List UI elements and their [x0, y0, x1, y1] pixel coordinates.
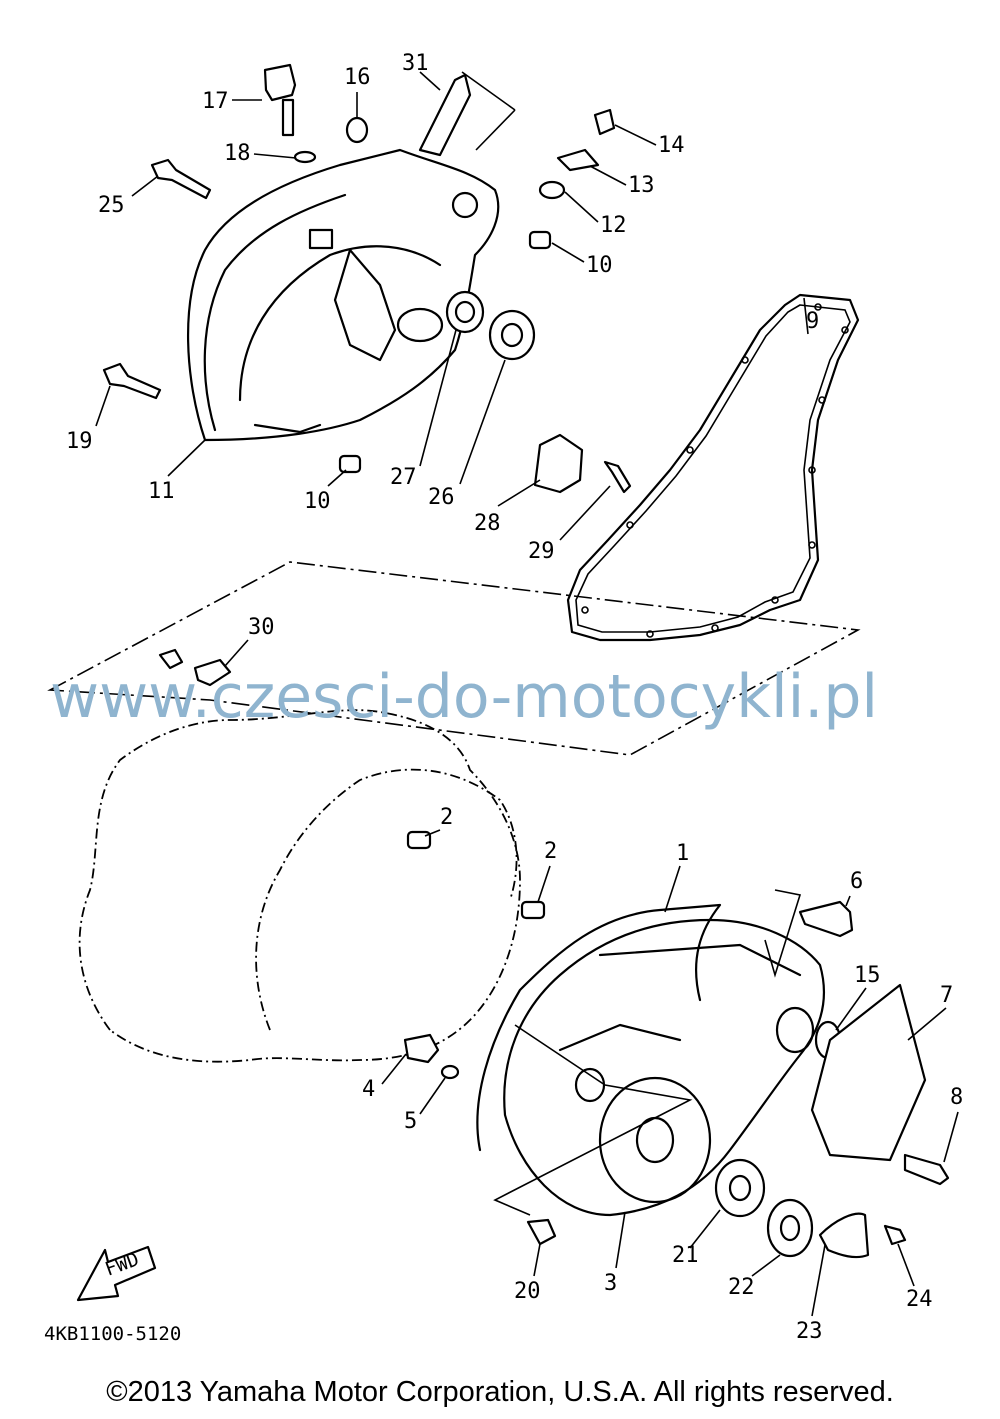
bolt-20 [526, 1218, 557, 1246]
callout-28: 28 [474, 511, 501, 536]
gasket-1 [476, 903, 722, 1152]
dowel-pin-10-lower [338, 454, 362, 474]
callout-1: 1 [676, 841, 689, 866]
crankcase-phantom-inner [255, 768, 518, 1031]
callout-6: 6 [850, 869, 863, 894]
dowel-pin-2-b [520, 900, 546, 920]
crankcase-cover-11 [186, 148, 500, 442]
callout-18: 18 [224, 141, 251, 166]
bearing-21 [714, 1158, 766, 1218]
fwd-arrow-icon: FWD [76, 1245, 157, 1302]
screw-24 [883, 1224, 907, 1246]
callout-24: 24 [906, 1287, 933, 1312]
leader-lines [95, 71, 959, 1317]
callout-2-b: 2 [544, 839, 557, 864]
bracket-31 [418, 73, 472, 157]
seal-12 [538, 180, 566, 200]
crankcase-cover-3 [503, 918, 826, 1217]
o-ring-5 [440, 1064, 460, 1080]
plug-4 [403, 1033, 440, 1064]
o-ring-18 [293, 150, 317, 164]
callout-12: 12 [600, 213, 627, 238]
callout-15: 15 [854, 963, 881, 988]
bolt-6 [798, 900, 854, 938]
circlip-23 [818, 1212, 870, 1259]
callout-10-b: 10 [304, 489, 331, 514]
callout-21: 21 [672, 1243, 699, 1268]
callout-labels: 1 2 2 3 4 5 6 7 8 9 10 10 11 12 13 14 15… [66, 51, 963, 1344]
dowel-pin-10-upper [528, 230, 552, 250]
bearing-27 [445, 290, 485, 334]
callout-2-a: 2 [440, 805, 453, 830]
gasket-9 [566, 293, 860, 642]
bolt-14 [593, 108, 616, 136]
bolt-30 [158, 648, 184, 670]
callout-26: 26 [428, 485, 455, 510]
crankcase-phantom-outline [78, 709, 521, 1063]
callout-16: 16 [344, 65, 371, 90]
screw-29 [603, 460, 632, 494]
copyright-notice: ©2013 Yamaha Motor Corporation, U.S.A. A… [106, 1376, 894, 1408]
callout-4: 4 [362, 1077, 375, 1102]
callout-3: 3 [604, 1271, 617, 1296]
gasket-holes [581, 303, 849, 638]
callout-7: 7 [940, 983, 953, 1008]
dowel-pin-2-a [406, 830, 432, 850]
callout-25: 25 [98, 193, 125, 218]
callout-14: 14 [658, 133, 685, 158]
plate-13 [556, 148, 600, 172]
oil-seal-22 [766, 1198, 814, 1258]
callout-10-a: 10 [586, 253, 613, 278]
callout-27: 27 [390, 465, 417, 490]
callout-5: 5 [404, 1109, 417, 1134]
callout-11: 11 [148, 479, 175, 504]
callout-9: 9 [806, 309, 819, 334]
callout-29: 29 [528, 539, 555, 564]
callout-19: 19 [66, 429, 93, 454]
callout-13: 13 [628, 173, 655, 198]
part-code: 4KB1100-5120 [44, 1323, 181, 1345]
bolt-19 [102, 362, 162, 400]
reference-line-lower-1 [493, 1024, 693, 1216]
bolt-25 [150, 158, 212, 200]
retainer-28 [533, 433, 584, 494]
callout-20: 20 [514, 1279, 541, 1304]
callout-22: 22 [728, 1275, 755, 1300]
callout-8: 8 [950, 1085, 963, 1110]
reference-plane-upper [47, 561, 861, 756]
callout-30: 30 [248, 615, 275, 640]
callout-23: 23 [796, 1319, 823, 1344]
oil-filler-plug-17 [263, 63, 297, 137]
reference-line-lower-2 [764, 889, 802, 978]
clamp-30 [193, 658, 232, 687]
callout-31: 31 [402, 51, 429, 76]
watermark-text: www.czesci-do-motocykli.pl [50, 662, 879, 732]
cover-plate-7 [810, 983, 927, 1162]
bearing-26 [488, 309, 536, 361]
seal-16 [345, 116, 369, 144]
bolt-8 [903, 1153, 950, 1186]
callout-17: 17 [202, 89, 229, 114]
